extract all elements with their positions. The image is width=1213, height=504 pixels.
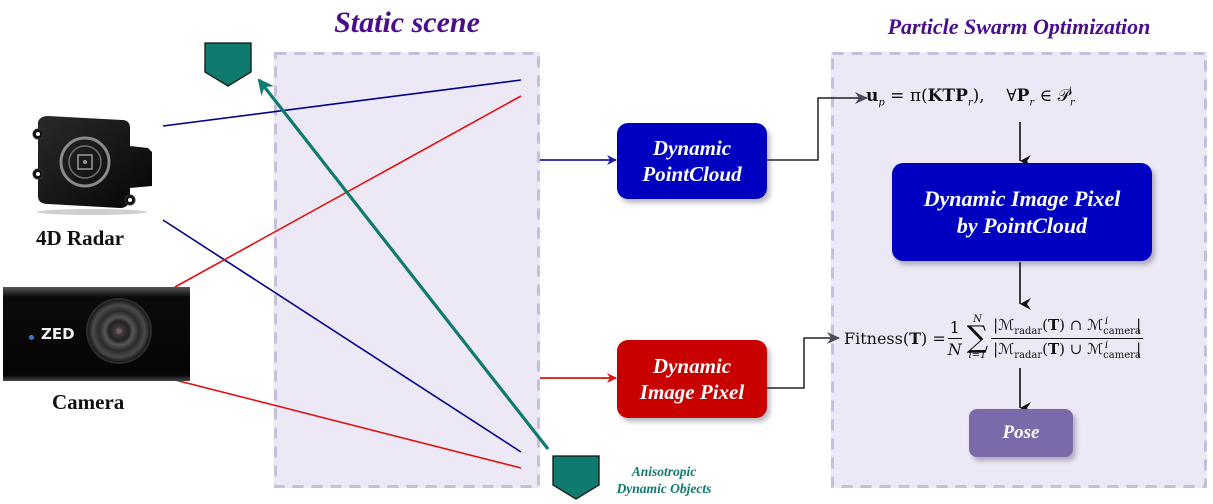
connector-pixel-to-fitness xyxy=(767,332,840,389)
camera-label: Camera xyxy=(52,390,125,414)
camera-brand: ZED xyxy=(41,325,75,343)
dynamic-object-motion-arrow xyxy=(257,78,550,450)
static-scene-title: Static scene xyxy=(334,6,480,39)
dynamic-pointcloud-node: Dynamic PointCloud xyxy=(617,123,767,199)
dynamic-object-marker-end-icon xyxy=(552,455,600,500)
pso-title: Particle Swarm Optimization xyxy=(887,14,1151,39)
radar-ray-top xyxy=(162,79,522,127)
camera-ray-bottom xyxy=(174,379,522,469)
dynamic-object-marker-start-icon xyxy=(204,42,252,87)
fitness-summation: N∑i=1 xyxy=(966,314,989,361)
radar-device-image xyxy=(30,112,160,217)
projection-formula: up = π(KTPr), ∀Pr ∈ 𝒫ri xyxy=(866,86,1075,109)
camera-lens-icon xyxy=(88,300,150,362)
fitness-iou-fraction: |ℳradar(T) ∩ ℳcamerai| |ℳradar(T) ∪ ℳcam… xyxy=(991,315,1144,361)
radar-ray-bottom xyxy=(162,219,522,453)
camera-device-image: ZED xyxy=(3,287,190,381)
pose-node: Pose xyxy=(969,409,1073,457)
pso-panel-border xyxy=(831,52,1207,488)
radar-icon xyxy=(32,116,152,215)
dynamic-image-pixel-node: Dynamic Image Pixel xyxy=(617,340,767,418)
pixel-by-pointcloud-node: Dynamic Image Pixel by PointCloud xyxy=(892,163,1152,261)
static-scene-border xyxy=(274,52,540,488)
anisotropic-dynamic-objects-label: Anisotropic Dynamic Objects xyxy=(616,464,712,496)
radar-label: 4D Radar xyxy=(36,226,125,250)
camera-status-led-icon xyxy=(29,335,34,340)
connector-pointcloud-to-projection xyxy=(767,92,868,161)
